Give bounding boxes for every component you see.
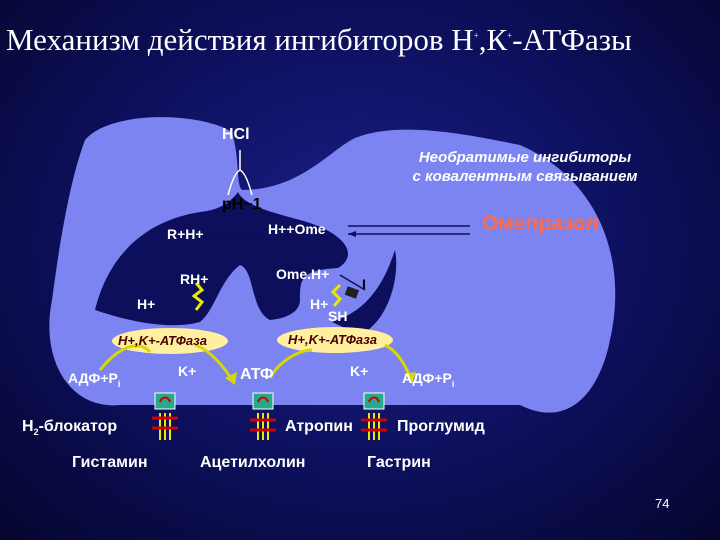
atpase-left-label: H+,K+-АТФаза (118, 333, 207, 348)
atropine-label: Атропин (285, 418, 353, 435)
omeh-label: Ome.H+ (276, 266, 330, 282)
h-left-label: H+ (137, 296, 156, 312)
atpase-right-label: H+,K+-АТФаза (288, 332, 377, 347)
m-receptor (252, 392, 274, 410)
ph-label: pH~1 (222, 196, 262, 213)
histamine-label: Гистамин (72, 454, 148, 471)
gastrin-ligand (361, 413, 387, 440)
atp-label: АТФ (240, 366, 274, 383)
adp-right-label: АДФ+Рi (402, 370, 455, 389)
page-number: 74 (655, 496, 670, 511)
inhibitor-i-label: I (362, 276, 366, 292)
canaliculus-left-arm (110, 232, 210, 320)
secretory-canaliculus (95, 192, 349, 326)
hcl-label: HCl (222, 126, 250, 143)
h-right-label: H+ (310, 296, 329, 312)
acetylcholine-ligand (250, 413, 276, 440)
slide-title: Механизм действия ингибиторов Н+,К+-АТФа… (6, 22, 632, 57)
cck-receptor (363, 392, 385, 410)
proglumide-label: Проглумид (397, 418, 485, 435)
h2-receptor (154, 392, 176, 410)
gastrin-label: Гастрин (367, 454, 431, 471)
sh-label: SH (328, 308, 348, 324)
rh-plus-label: R+H+ (167, 226, 204, 242)
rh-label: RH+ (180, 271, 209, 287)
k-right-label: K+ (350, 363, 369, 379)
atpase-right-pump (277, 327, 393, 353)
k-left-label: K+ (178, 363, 197, 379)
histamine-ligand (152, 413, 178, 440)
hplus-ome-label: H++Ome (268, 221, 326, 237)
omeprazole-label: Омепразол (482, 212, 599, 235)
acetylcholine-label: Ацетилхолин (200, 454, 306, 471)
adp-left-label: АДФ+Рi (68, 370, 121, 389)
irreversible-inhibitors-note: Необратимые ингибиторы с ковалентным свя… (412, 149, 638, 185)
canaliculus-right-arm (332, 250, 397, 335)
h2-blocker-label: Н2-блокатор (22, 418, 118, 438)
